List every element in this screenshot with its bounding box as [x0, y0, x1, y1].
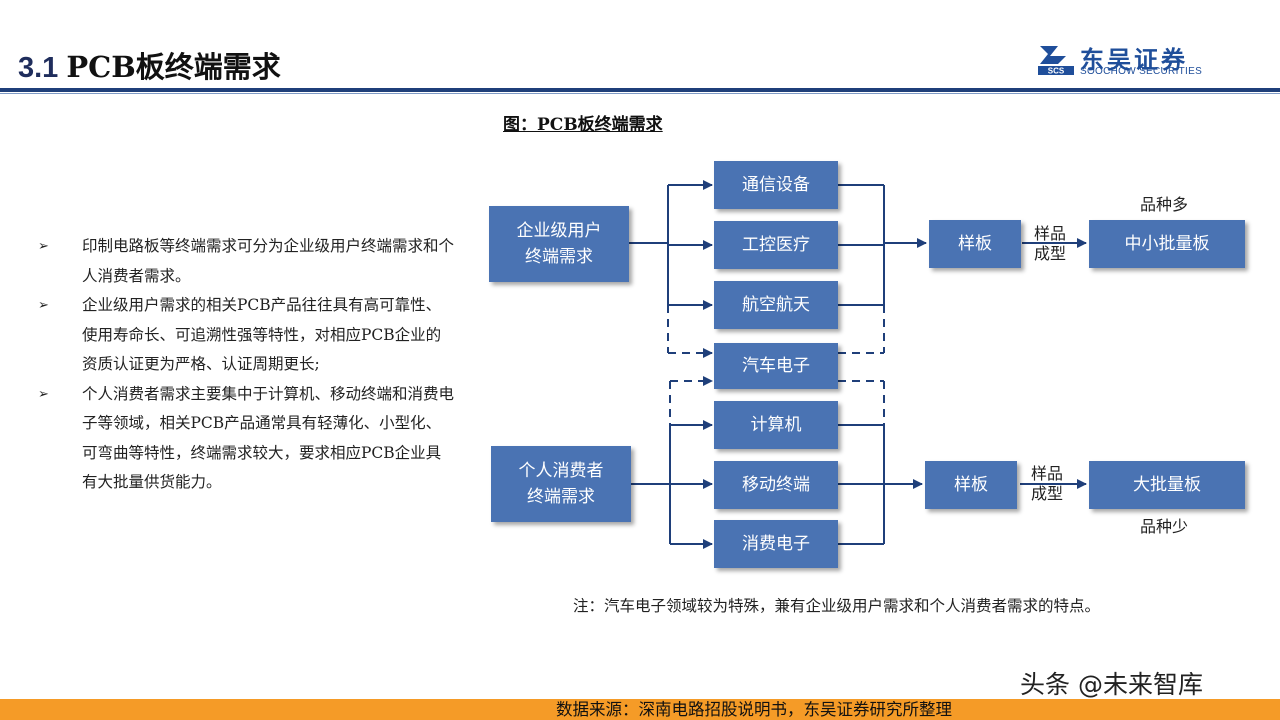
category-box: 汽车电子: [714, 343, 838, 389]
upper-sample-box: 样板: [929, 220, 1021, 268]
bullet-list: ➢ 印制电路板等终端需求可分为企业级用户终端需求和个人消费者需求。 ➢ 企业级用户需…: [36, 232, 456, 498]
bullet-text: 企业级用户需求的相关PCB产品往往具有高可靠性、使用寿命长、可追溯性强等特性，对…: [82, 296, 442, 373]
bullet-arrow-icon: ➢: [38, 298, 49, 313]
category-box: 消费电子: [714, 520, 838, 568]
logo-mark-icon: SCS: [1038, 46, 1074, 76]
enterprise-line-1: 企业级用户: [516, 221, 602, 241]
lower-result-box: 大批量板: [1089, 461, 1245, 509]
consumer-line-2: 终端需求: [527, 487, 595, 507]
upper-transition-line-1: 样品: [1034, 224, 1067, 243]
title-divider-thin: [0, 93, 1280, 94]
upper-transition-line-2: 成型: [1034, 244, 1067, 263]
watermark: 头条 @未来智库: [1020, 670, 1203, 699]
lower-transition-line-1: 样品: [1031, 464, 1064, 483]
bullet-arrow-icon: ➢: [38, 386, 49, 402]
lower-variety-label: 品种少: [1140, 517, 1189, 536]
category-box: 移动终端: [714, 461, 838, 509]
footer-bar: 数据来源：深南电路招股说明书，东吴证券研究所整理: [0, 699, 1280, 720]
upper-transition-label: 样品 成型: [1034, 224, 1066, 264]
section-title-text: PCB板终端需求: [66, 50, 281, 84]
enterprise-demand-box: 企业级用户 终端需求: [489, 206, 629, 282]
bullet-text: 个人消费者需求主要集中于计算机、移动终端和消费电子等领域，相关PCB产品通常具有…: [82, 384, 455, 492]
figure-caption: 图：PCB板终端需求: [503, 115, 663, 135]
lower-sample-box: 样板: [925, 461, 1017, 509]
logo-cn-text: 东吴证券: [1080, 46, 1188, 74]
bullet-item: ➢ 企业级用户需求的相关PCB产品往往具有高可靠性、使用寿命长、可追溯性强等特性，…: [36, 291, 456, 380]
company-logo: SCS 东吴证券 SOOCHOW SECURITIES: [1036, 42, 1226, 78]
consumer-demand-box: 个人消费者 终端需求: [491, 446, 631, 522]
title-divider: [0, 88, 1280, 92]
category-box: 工控医疗: [714, 221, 838, 269]
lower-transition-line-2: 成型: [1031, 484, 1064, 503]
category-box: 通信设备: [714, 161, 838, 209]
figure-note: 注：汽车电子领域较为特殊，兼有企业级用户需求和个人消费者需求的特点。: [573, 597, 1101, 615]
logo-en-text: SOOCHOW SECURITIES: [1080, 66, 1203, 77]
upper-result-box: 中小批量板: [1089, 220, 1245, 268]
category-box: 航空航天: [714, 281, 838, 329]
section-number: 3.1: [18, 52, 59, 84]
upper-variety-label: 品种多: [1140, 195, 1189, 214]
bullet-item: ➢ 个人消费者需求主要集中于计算机、移动终端和消费电子等领域，相关PCB产品通常具…: [36, 380, 456, 498]
consumer-line-1: 个人消费者: [518, 461, 604, 481]
bullet-arrow-icon: ➢: [38, 239, 49, 254]
category-box: 计算机: [714, 401, 838, 449]
lower-transition-label: 样品 成型: [1031, 464, 1063, 504]
bullet-text: 印制电路板等终端需求可分为企业级用户终端需求和个人消费者需求。: [82, 237, 455, 285]
enterprise-line-2: 终端需求: [525, 247, 593, 267]
bullet-item: ➢ 印制电路板等终端需求可分为企业级用户终端需求和个人消费者需求。: [36, 232, 456, 291]
logo-mark-text: SCS: [1048, 67, 1065, 76]
data-source: 数据来源：深南电路招股说明书，东吴证券研究所整理: [556, 700, 952, 719]
